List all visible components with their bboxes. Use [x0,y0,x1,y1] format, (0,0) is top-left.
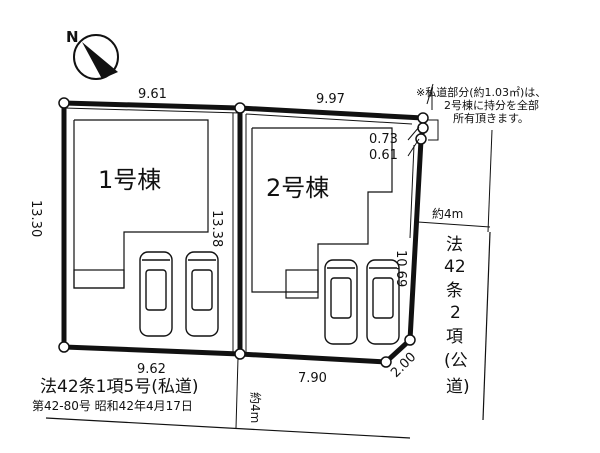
note-line-2: 2号棟に持分を全部 [444,98,539,112]
car-icon [139,251,173,337]
car-icon [185,251,219,337]
svg-text:項: 項 [446,327,463,347]
dim-notch-2: 0.61 [369,148,398,163]
svg-text:道): 道) [446,377,470,397]
building-1-outline [73,119,209,289]
dim-lot1-left: 13.30 [28,200,43,237]
svg-text:2: 2 [450,303,461,323]
private-road-notch [426,83,439,141]
east-road-edge [482,231,491,421]
east-road-width: 約4m [432,206,463,221]
svg-text:(公: (公 [444,351,468,371]
south-road-title: 法42条1項5号(私道) [40,377,199,397]
lot-1-name: 1号棟 [98,166,161,194]
svg-text:42: 42 [444,257,466,277]
dim-notch-1: 0.73 [369,132,398,147]
dim-lot1-bottom: 9.62 [137,362,166,377]
building-2-outline [251,127,393,299]
dim-lot2-bottom: 7.90 [298,371,327,386]
dim-lot1-right: 13.38 [209,210,224,247]
dim-lot2-right: 10.69 [393,250,408,287]
south-road-width-line [235,357,239,429]
south-road-subtitle: 第42-80号 昭和42年4月17日 [32,399,193,413]
dim-lot2-top: 9.97 [316,92,345,107]
dim-lot1-top: 9.61 [138,87,167,102]
east-road-width-line [417,221,491,228]
car-icon [324,259,358,345]
compass-north-icon: N [66,28,119,80]
east-road-label: 法 42 条 2 項 (公 道) [444,235,470,397]
south-road-width: 約4m [248,392,263,423]
note-line-1: ※私道部分(約1.03㎡)は、 [416,85,546,99]
svg-text:法: 法 [446,235,463,255]
lot-2-name: 2号棟 [266,174,329,202]
parking-cars [139,251,400,345]
boundary-markers [58,97,429,368]
svg-text:条: 条 [446,281,463,301]
compass-label: N [66,28,79,46]
car-icon [366,259,400,345]
note-line-3: 所有頂きます。 [453,111,529,125]
south-road-edge [45,417,411,439]
